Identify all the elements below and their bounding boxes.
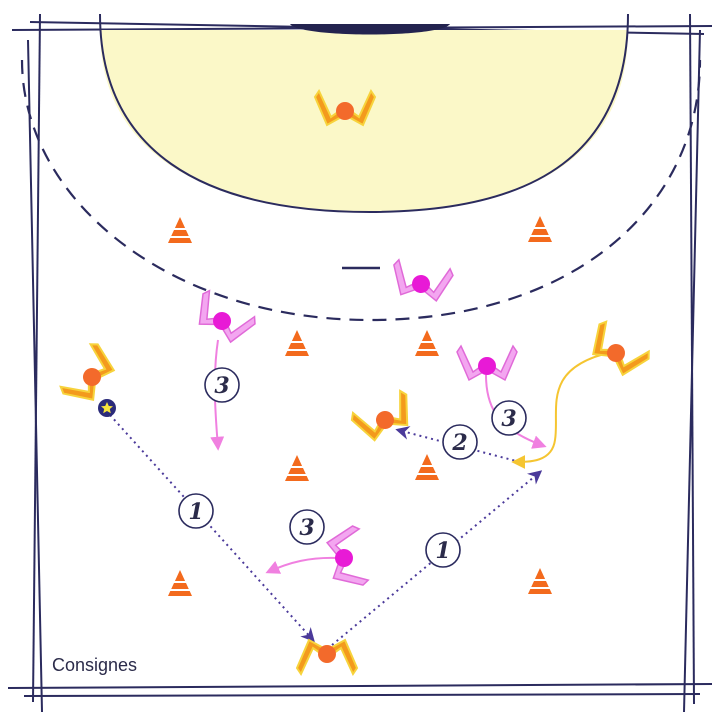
defenders [198,258,518,586]
step-number-1: 1 [188,499,203,525]
step-number-1: 1 [435,538,450,564]
cone-icon [528,216,552,242]
step-badge-1-right: 1 [425,532,461,568]
step-number-3: 3 [501,406,516,432]
attackers [59,88,650,677]
cone-icon [168,217,192,243]
attacker-player-icon [59,343,116,401]
cone-icon [168,570,192,596]
caption-consignes: Consignes [52,655,137,675]
step-number-2: 2 [451,430,467,456]
cone-icon [415,454,439,480]
attacker-player-icon [592,320,650,377]
cones [168,216,552,596]
pass-arrow-1-left [109,414,315,643]
step-number-3: 3 [299,515,314,541]
defender-player-icon [393,258,454,303]
cone-icon [528,568,552,594]
step-badge-3-mid: 3 [289,509,325,545]
cone-icon [415,330,439,356]
step-badge-1-left: 1 [178,493,214,529]
attacker-player-icon [313,88,377,127]
attacker-player-icon [350,389,409,442]
step-badge-2: 2 [442,424,478,460]
defender-player-icon [325,525,370,586]
step-badges: 1 1 2 3 3 3 [178,367,527,568]
defender-player-icon [456,344,518,382]
goal-area-line [99,13,629,214]
defender-player-icon [198,289,256,344]
step-badge-3-left: 3 [204,367,240,403]
run-arrow-pink-mid [265,556,339,574]
cone-icon [285,455,309,481]
step-badge-3-right: 3 [491,400,527,436]
run-arrows [210,339,613,574]
step-number-3: 3 [214,373,229,399]
goal [290,24,450,35]
attacker-player-icon [295,638,359,677]
ball-star-icon [98,399,116,417]
pass-arrows [109,414,543,646]
free-throw-line [20,59,702,322]
cone-icon [285,330,309,356]
run-arrow-yellow [511,351,613,469]
